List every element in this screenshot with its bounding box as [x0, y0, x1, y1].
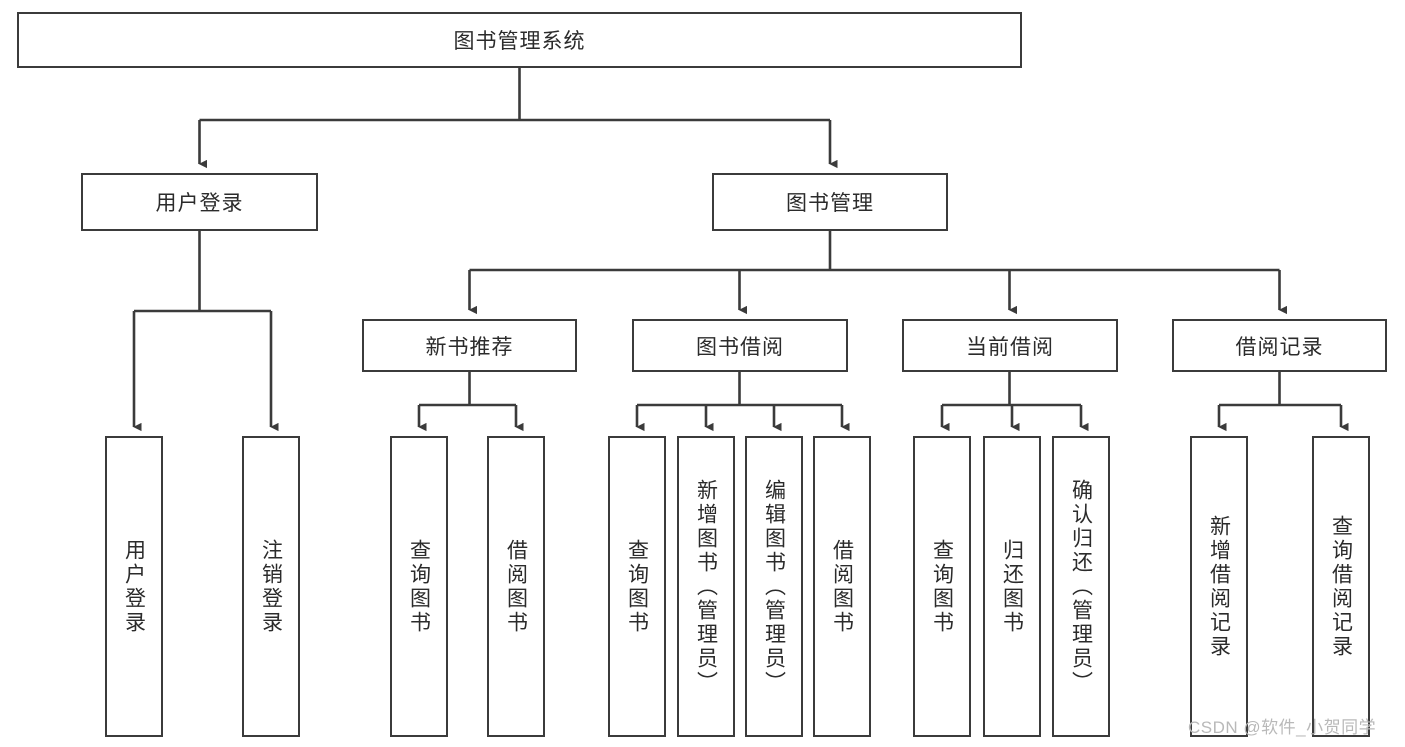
leaf-confirm-return-admin[interactable]: 确认归还（管理员） [1052, 436, 1110, 737]
leaf-borrow-book-recommend[interactable]: 借阅图书 [487, 436, 545, 737]
node-root[interactable]: 图书管理系统 [17, 12, 1022, 68]
node-book-manage[interactable]: 图书管理 [712, 173, 948, 231]
node-user-login[interactable]: 用户登录 [81, 173, 318, 231]
leaf-edit-book-admin[interactable]: 编辑图书（管理员） [745, 436, 803, 737]
leaf-query-book-recommend[interactable]: 查询图书 [390, 436, 448, 737]
node-new-book-recommend[interactable]: 新书推荐 [362, 319, 577, 372]
leaf-borrow-book[interactable]: 借阅图书 [813, 436, 871, 737]
leaf-user-login[interactable]: 用户登录 [105, 436, 163, 737]
leaf-query-book-current[interactable]: 查询图书 [913, 436, 971, 737]
node-current-borrow[interactable]: 当前借阅 [902, 319, 1118, 372]
leaf-query-book-borrow[interactable]: 查询图书 [608, 436, 666, 737]
node-borrow-record[interactable]: 借阅记录 [1172, 319, 1387, 372]
leaf-query-borrow-record[interactable]: 查询借阅记录 [1312, 436, 1370, 737]
csdn-watermark: CSDN @软件_小贺同学 [1188, 718, 1377, 737]
leaf-add-borrow-record[interactable]: 新增借阅记录 [1190, 436, 1248, 737]
node-book-borrow[interactable]: 图书借阅 [632, 319, 848, 372]
leaf-add-book-admin[interactable]: 新增图书（管理员） [677, 436, 735, 737]
leaf-return-book[interactable]: 归还图书 [983, 436, 1041, 737]
leaf-logout[interactable]: 注销登录 [242, 436, 300, 737]
